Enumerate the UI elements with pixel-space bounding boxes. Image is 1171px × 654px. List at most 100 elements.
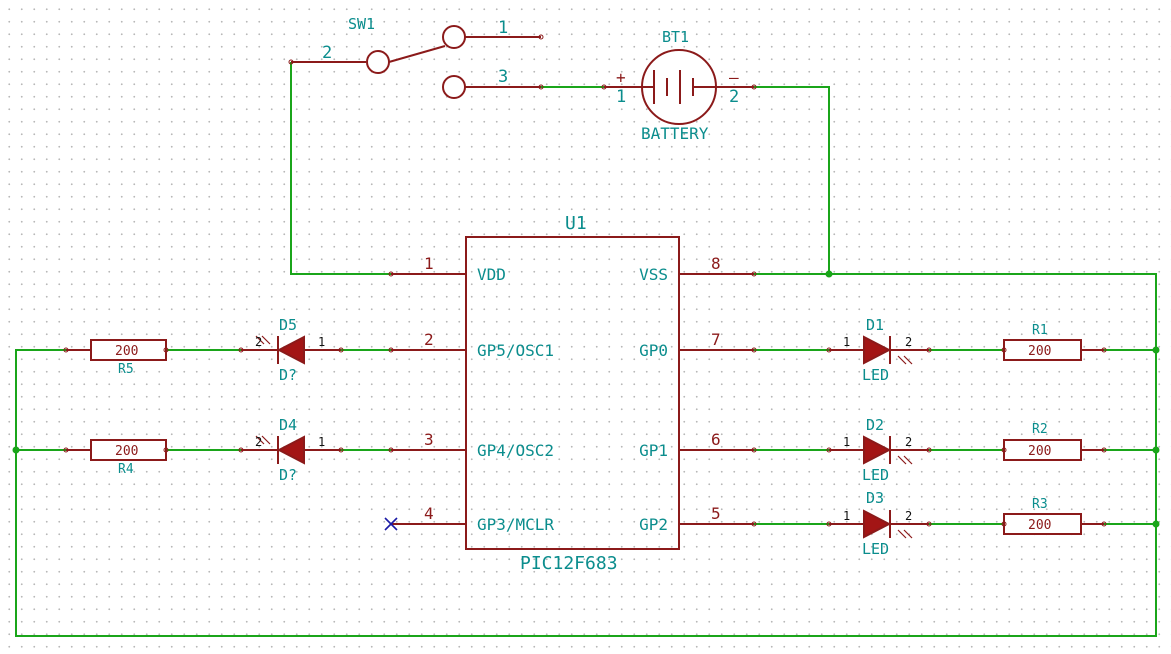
battery-bt1[interactable]: BT1 BATTERY + – 1 2 [601, 28, 757, 143]
pin-end [926, 521, 932, 527]
battery-minus: – [729, 68, 739, 87]
led-ref: D3 [866, 489, 884, 507]
pin-name: GP3/MCLR [477, 515, 554, 534]
pin-end [388, 271, 394, 277]
pin-number: 2 [255, 435, 262, 449]
ic-value: PIC12F683 [520, 553, 618, 574]
pin-end [926, 447, 932, 453]
pin-name: VSS [639, 265, 668, 284]
pin-name: GP5/OSC1 [477, 341, 554, 360]
pin-end [751, 271, 757, 277]
switch-contact [442, 25, 466, 49]
pin-end [63, 347, 69, 353]
led-value: D? [279, 366, 297, 384]
resistor-body [1003, 513, 1082, 535]
diode-triangle [863, 335, 892, 365]
battery-plus: + [616, 68, 626, 87]
led-ref: D5 [279, 316, 297, 334]
pin-end [601, 84, 607, 90]
pin-number: 4 [424, 504, 434, 523]
pin-end [388, 347, 394, 353]
switch-contact [366, 50, 390, 74]
led-d2[interactable]: D2 LED 1 2 [826, 416, 932, 484]
led-value: D? [279, 466, 297, 484]
switch-ref: SW1 [348, 15, 375, 33]
led-d3[interactable]: D3 LED 1 2 [826, 489, 932, 558]
pin-end [826, 447, 832, 453]
switch-contact [442, 75, 466, 99]
pin-number: 2 [905, 435, 912, 449]
resistor-ref: R5 [118, 362, 134, 377]
led-d1[interactable]: D1 LED 1 2 [826, 316, 932, 384]
led-d5[interactable]: D5 D? 2 1 [238, 316, 344, 384]
pin-number: 1 [843, 509, 850, 523]
pin-end [238, 347, 244, 353]
pin-number: 8 [711, 254, 721, 273]
diode-triangle [276, 335, 305, 365]
pin-end [163, 447, 169, 453]
wire-vdd [290, 62, 391, 275]
pin-number: 1 [318, 435, 325, 449]
resistor-r1[interactable]: 200 R1 [1001, 323, 1107, 361]
pin-number: 2 [729, 87, 739, 107]
emission-arrows [255, 335, 271, 345]
ic-ref: U1 [565, 213, 587, 234]
emission-arrows [897, 529, 913, 539]
junction-dot [12, 446, 20, 454]
pin-end [1001, 521, 1007, 527]
pin-end [538, 84, 544, 90]
junctions [12, 270, 1160, 528]
junction-dot [825, 270, 833, 278]
pin-end [751, 84, 757, 90]
resistor-value: 200 [115, 444, 138, 459]
resistor-r5[interactable]: 200 R5 [63, 339, 169, 377]
pin-number: 2 [905, 335, 912, 349]
no-connect-marker [384, 517, 398, 531]
pin-end [926, 347, 932, 353]
pin-name: GP2 [639, 515, 668, 534]
wires [15, 62, 1157, 637]
pin-number: 6 [711, 430, 721, 449]
pin-number: 7 [711, 330, 721, 349]
pin-number: 2 [424, 330, 434, 349]
pin-number: 1 [424, 254, 434, 273]
pin-end [238, 447, 244, 453]
pin-end [338, 447, 344, 453]
junction-dot [1152, 446, 1160, 454]
pin-end [63, 447, 69, 453]
resistor-r3[interactable]: 200 R3 [1001, 497, 1107, 535]
battery-ref: BT1 [662, 28, 689, 46]
ic-body [465, 236, 680, 550]
resistor-body [1003, 439, 1082, 461]
pin-number: 2 [255, 335, 262, 349]
resistor-value: 200 [1028, 444, 1051, 459]
pin-number: 5 [711, 504, 721, 523]
led-d4[interactable]: D4 D? 2 1 [238, 416, 344, 484]
ic-u1[interactable]: U1 PIC12F683 1 2 3 4 8 7 6 5 VDD GP5/OSC… [384, 213, 757, 574]
led-ref: D1 [866, 316, 884, 334]
battery-value: BATTERY [641, 124, 709, 143]
wire-ground-loop [15, 273, 1157, 637]
pin-end [288, 59, 294, 65]
pin-end [338, 347, 344, 353]
pin-number: 3 [498, 67, 508, 87]
resistor-r2[interactable]: 200 R2 [1001, 422, 1107, 461]
led-ref: D4 [279, 416, 297, 434]
pin-end [1101, 521, 1107, 527]
switch-lever [388, 45, 446, 63]
emission-arrows [897, 355, 913, 365]
resistor-ref: R4 [118, 462, 134, 477]
emission-arrows [255, 435, 271, 445]
junction-dot [1152, 346, 1160, 354]
pin-name: GP1 [639, 441, 668, 460]
pin-end [1101, 347, 1107, 353]
diode-triangle [276, 435, 305, 465]
led-value: LED [862, 366, 889, 384]
pin-end [163, 347, 169, 353]
pin-end [1101, 447, 1107, 453]
pin-number: 2 [322, 43, 332, 63]
resistor-r4[interactable]: 200 R4 [63, 439, 169, 477]
resistor-body [90, 339, 167, 361]
switch-sw1[interactable]: SW1 2 1 3 [288, 15, 544, 99]
